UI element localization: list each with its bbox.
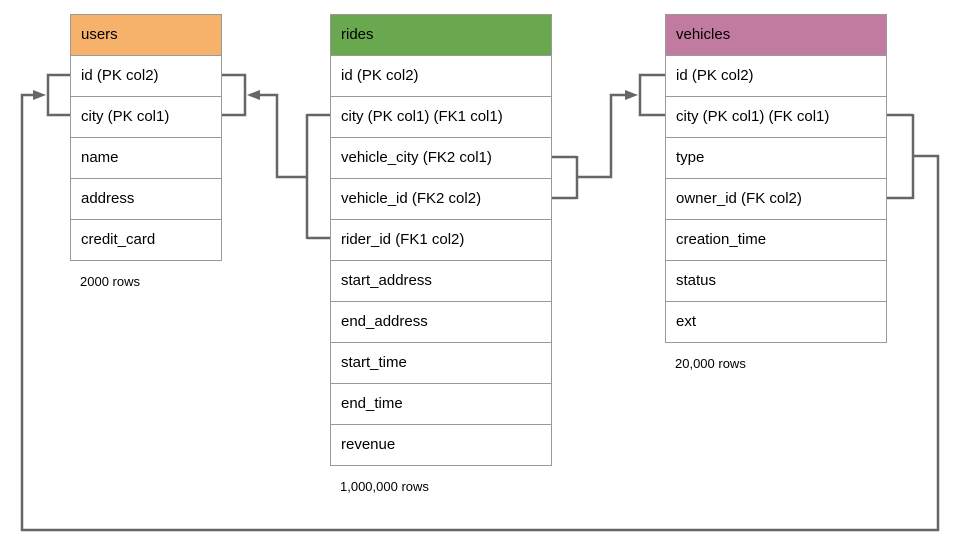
column-row: creation_time bbox=[666, 219, 886, 260]
column-row: owner_id (FK col2) bbox=[666, 178, 886, 219]
column-row: name bbox=[71, 137, 221, 178]
column-row: credit_card bbox=[71, 219, 221, 260]
wire-rides-to-vehicles-stem bbox=[577, 93, 634, 179]
table-rides: rides id (PK col2)city (PK col1) (FK1 co… bbox=[330, 14, 552, 494]
table-header-rides: rides bbox=[331, 15, 551, 55]
connector-vehicles-to-users bbox=[20, 73, 940, 532]
table-rides-rows: id (PK col2)city (PK col1) (FK1 col1)veh… bbox=[331, 55, 551, 465]
arrowhead-into-users-left bbox=[33, 90, 46, 100]
column-row: vehicle_city (FK2 col1) bbox=[331, 137, 551, 178]
column-row: city (PK col1) bbox=[71, 96, 221, 137]
connector-rides-to-vehicles bbox=[552, 73, 665, 200]
table-header-vehicles: vehicles bbox=[666, 15, 886, 55]
column-row: rider_id (FK1 col2) bbox=[331, 219, 551, 260]
arrowhead-into-users bbox=[247, 90, 260, 100]
row-count-users: 2000 rows bbox=[80, 274, 140, 289]
row-count-rides: 1,000,000 rows bbox=[340, 479, 429, 494]
table-rides-box: rides id (PK col2)city (PK col1) (FK1 co… bbox=[330, 14, 552, 466]
wire-vehicles-to-users-stem bbox=[20, 93, 940, 532]
column-row: ext bbox=[666, 301, 886, 342]
column-row: vehicle_id (FK2 col2) bbox=[331, 178, 551, 219]
column-row: id (PK col2) bbox=[331, 55, 551, 96]
wire-users-left-bracket bbox=[46, 73, 70, 117]
wire-rides-to-users-stem bbox=[250, 93, 307, 179]
column-row: city (PK col1) (FK col1) bbox=[666, 96, 886, 137]
connector-rides-to-users bbox=[222, 73, 330, 240]
wire-vehicles-left-bracket bbox=[638, 73, 665, 117]
column-row: city (PK col1) (FK1 col1) bbox=[331, 96, 551, 137]
table-vehicles-box: vehicles id (PK col2)city (PK col1) (FK … bbox=[665, 14, 887, 343]
column-row: type bbox=[666, 137, 886, 178]
column-row: end_time bbox=[331, 383, 551, 424]
column-row: id (PK col2) bbox=[71, 55, 221, 96]
column-row: status bbox=[666, 260, 886, 301]
column-row: start_address bbox=[331, 260, 551, 301]
row-count-vehicles: 20,000 rows bbox=[675, 356, 746, 371]
column-row: address bbox=[71, 178, 221, 219]
column-row: end_address bbox=[331, 301, 551, 342]
table-vehicles: vehicles id (PK col2)city (PK col1) (FK … bbox=[665, 14, 887, 371]
table-header-users: users bbox=[71, 15, 221, 55]
column-row: start_time bbox=[331, 342, 551, 383]
arrowhead-into-vehicles bbox=[625, 90, 638, 100]
wire-users-right-bracket bbox=[222, 73, 247, 117]
column-row: id (PK col2) bbox=[666, 55, 886, 96]
table-vehicles-rows: id (PK col2)city (PK col1) (FK col1)type… bbox=[666, 55, 886, 342]
column-row: revenue bbox=[331, 424, 551, 465]
